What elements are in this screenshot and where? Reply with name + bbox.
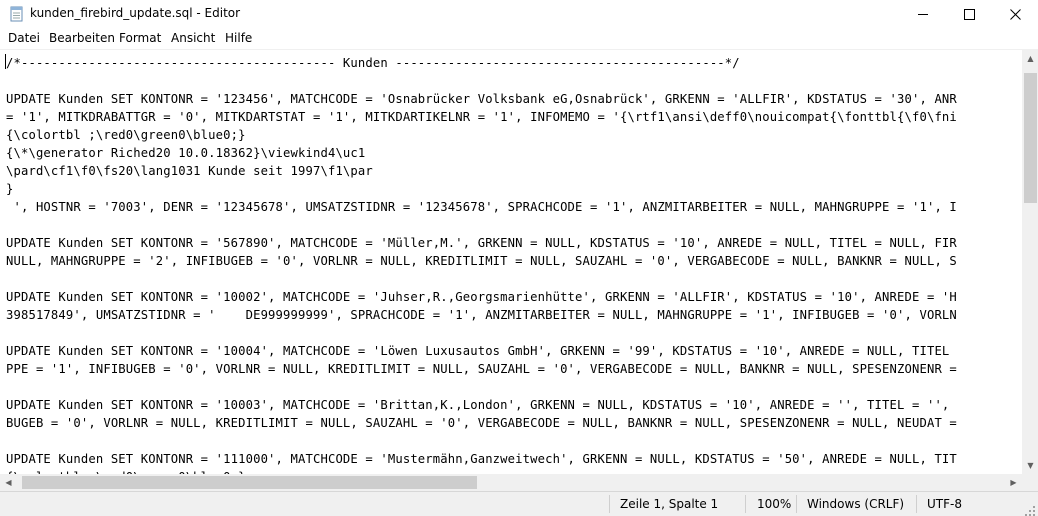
status-divider <box>916 495 917 513</box>
scrollbar-corner <box>1022 474 1038 491</box>
text-line: NULL, MAHNGRUPPE = '2', INFIBUGEB = '0',… <box>6 254 957 268</box>
text-line: UPDATE Kunden SET KONTONR = '567890', MA… <box>6 236 957 250</box>
text-line: {\colortbl ;\red0\green0\blue0;} <box>6 468 957 474</box>
document-text: /*--------------------------------------… <box>6 54 957 474</box>
status-divider <box>609 495 610 513</box>
notepad-icon <box>10 6 24 22</box>
menu-hilfe[interactable]: Hilfe <box>225 31 253 45</box>
menu-ansicht[interactable]: Ansicht <box>171 31 216 45</box>
text-line: UPDATE Kunden SET KONTONR = '111000', MA… <box>6 452 957 466</box>
window-title: kunden_firebird_update.sql - Editor <box>30 6 241 20</box>
cursor-position: Zeile 1, Spalte 1 <box>620 497 719 511</box>
minimize-button[interactable] <box>900 0 946 29</box>
horizontal-scrollbar[interactable]: ◀ ▶ <box>0 474 1022 491</box>
editor-area: /*--------------------------------------… <box>0 49 1038 491</box>
text-line <box>6 378 957 396</box>
text-caret <box>5 54 6 69</box>
text-line: } <box>6 182 14 196</box>
text-line: /*--------------------------------------… <box>6 56 740 70</box>
menu-bar: Datei Bearbeiten Format Ansicht Hilfe <box>0 29 1038 49</box>
menu-datei[interactable]: Datei <box>8 31 41 45</box>
text-area[interactable]: /*--------------------------------------… <box>0 50 1022 474</box>
title-bar: kunden_firebird_update.sql - Editor <box>0 0 1038 29</box>
minimize-icon <box>917 5 929 24</box>
text-line <box>6 72 957 90</box>
scroll-up-icon[interactable]: ▲ <box>1027 53 1034 63</box>
text-line: UPDATE Kunden SET KONTONR = '10002', MAT… <box>6 290 957 304</box>
scroll-down-icon[interactable]: ▼ <box>1027 460 1034 470</box>
vertical-scroll-thumb[interactable] <box>1024 73 1037 203</box>
scroll-left-icon[interactable]: ◀ <box>5 477 12 487</box>
text-line <box>6 270 957 288</box>
horizontal-scroll-thumb[interactable] <box>22 476 477 489</box>
scroll-right-icon[interactable]: ▶ <box>1010 477 1017 487</box>
maximize-icon <box>963 5 975 24</box>
maximize-button[interactable] <box>946 0 992 29</box>
close-button[interactable] <box>992 0 1038 29</box>
text-line: UPDATE Kunden SET KONTONR = '10004', MAT… <box>6 344 950 358</box>
text-line: {\*\generator Riched20 10.0.18362}\viewk… <box>6 146 366 160</box>
resize-grip-icon[interactable] <box>1024 502 1036 516</box>
vertical-scrollbar[interactable]: ▲ ▼ <box>1022 50 1038 474</box>
text-line: {\colortbl ;\red0\green0\blue0;} <box>6 128 246 142</box>
text-line <box>6 432 957 450</box>
text-line: = '1', MITKDRABATTGR = '0', MITKDARTSTAT… <box>6 110 957 124</box>
text-line: UPDATE Kunden SET KONTONR = '123456', MA… <box>6 92 957 106</box>
text-line: 398517849', UMSATZSTIDNR = ' DE999999999… <box>6 308 957 322</box>
text-line <box>6 324 957 342</box>
status-divider <box>796 495 797 513</box>
text-line: UPDATE Kunden SET KONTONR = '10003', MAT… <box>6 398 950 412</box>
menu-bearbeiten[interactable]: Bearbeiten <box>49 31 115 45</box>
text-line: PPE = '1', INFIBUGEB = '0', VORLNR = NUL… <box>6 362 957 376</box>
close-icon <box>1009 5 1021 24</box>
status-divider <box>745 495 746 513</box>
status-bar: Zeile 1, Spalte 1 100% Windows (CRLF) UT… <box>0 491 1038 516</box>
zoom-level: 100% <box>757 497 792 511</box>
encoding: UTF-8 <box>927 497 962 511</box>
text-line <box>6 216 957 234</box>
text-line: ', HOSTNR = '7003', DENR = '12345678', U… <box>6 200 957 214</box>
line-ending: Windows (CRLF) <box>807 497 905 511</box>
menu-format[interactable]: Format <box>119 31 162 45</box>
text-line: \pard\cf1\f0\fs20\lang1031 Kunde seit 19… <box>6 164 373 178</box>
text-line: BUGEB = '0', VORLNR = NULL, KREDITLIMIT … <box>6 416 957 430</box>
